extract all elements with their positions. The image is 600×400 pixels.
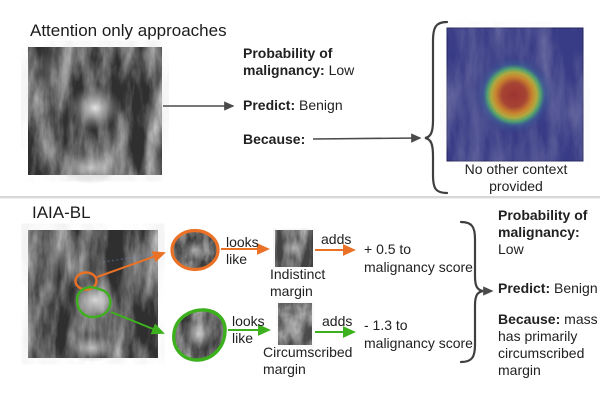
result-probability-block: Probability of malignancy: Low (498, 207, 598, 258)
result-predict-label: Predict: (498, 280, 551, 296)
mammogram-image-bottom (28, 229, 158, 362)
green-region-outline (75, 286, 112, 319)
result-because-text: mass has primarily circumscribed margin (498, 311, 598, 378)
arrow-because-to-brace (312, 133, 422, 143)
green-score-change: - 1.3 to (364, 317, 408, 333)
attention-dashed-line (102, 254, 151, 263)
result-because-block: Because: mass has primarily circumscribe… (498, 311, 600, 379)
green-looks-like-label: looks like (232, 313, 265, 346)
orange-looks-like-label: looks like (226, 234, 259, 267)
arrow-region-to-orange-prototype (96, 251, 166, 278)
bottom-panel-title: IAIA-BL (32, 203, 91, 222)
brace-top (424, 20, 449, 195)
result-predict-value: Benign (554, 280, 598, 296)
top-probability-value: Low (328, 62, 355, 78)
top-predict-line: Predict: Benign (243, 97, 383, 114)
top-probability-label-line1: Probability of (243, 45, 333, 61)
arrow-region-to-green-prototype (110, 311, 165, 335)
indistinct-caption: Indistinct margin (270, 266, 326, 299)
indistinct-patch-image (275, 230, 313, 267)
green-prototype-image (172, 308, 227, 362)
orange-adds-label: adds (321, 231, 352, 247)
orange-score-block: + 0.5 to malignancy score (364, 240, 473, 276)
mammogram-image-top (28, 42, 162, 184)
green-score-block: - 1.3 to malignancy score (364, 316, 473, 352)
top-because-label: Because: (243, 131, 306, 147)
heatmap-caption: No other context provided (464, 161, 568, 194)
result-because-label: Because: (498, 311, 561, 327)
top-panel-title: Attention only approaches (30, 21, 227, 40)
green-adds-label: adds (322, 313, 353, 329)
orange-score-change: + 0.5 to (364, 241, 412, 257)
green-score-target: malignancy score (364, 335, 473, 351)
result-probability-label-line2: malignancy: (498, 224, 580, 240)
orange-score-target: malignancy score (364, 259, 473, 275)
top-probability-block: Probability of malignancy: Low (243, 45, 373, 79)
circumscribed-caption: Circumscribed margin (263, 344, 353, 377)
top-predict-label: Predict: (243, 97, 296, 113)
panel-divider (0, 196, 600, 199)
top-probability-label-line2: malignancy: (243, 62, 325, 78)
result-probability-label-line1: Probability of (498, 207, 588, 223)
result-probability-value: Low (498, 241, 524, 257)
result-predict-line: Predict: Benign (498, 280, 600, 297)
top-predict-value: Benign (299, 97, 343, 113)
orange-prototype-image (170, 228, 220, 272)
circumscribed-patch-image (278, 303, 312, 345)
heatmap-image (446, 27, 584, 162)
orange-region-outline (74, 271, 98, 291)
